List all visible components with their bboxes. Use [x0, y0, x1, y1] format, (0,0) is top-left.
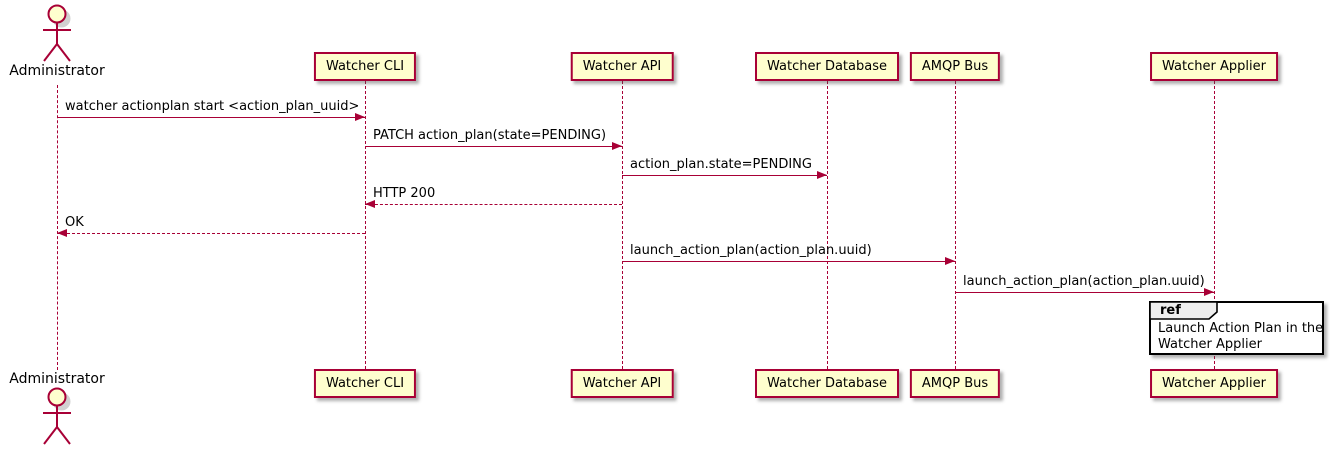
message-line-7 — [955, 292, 1214, 293]
ref-text: Launch Action Plan in the Watcher Applie… — [1158, 321, 1323, 353]
participant-box-top-watcher-cli: Watcher CLI — [313, 52, 417, 81]
participant-box-bottom-watcher-database: Watcher Database — [755, 369, 899, 398]
participant-box-bottom-watcher-api: Watcher API — [570, 369, 674, 398]
message-line-1 — [57, 117, 365, 118]
message-arrowhead-3 — [817, 171, 827, 179]
message-arrowhead-7 — [1204, 288, 1214, 296]
actor-figure-bottom-administrator — [37, 386, 77, 452]
participant-box-top-watcher-applier: Watcher Applier — [1150, 52, 1278, 81]
lifeline-watcher-applier — [1214, 81, 1215, 369]
message-line-4 — [365, 204, 622, 205]
lifeline-watcher-cli — [365, 81, 366, 369]
message-label-2: PATCH action_plan(state=PENDING) — [373, 128, 607, 143]
message-arrowhead-4 — [365, 200, 375, 208]
actor-label-bottom-administrator: Administrator — [9, 371, 105, 387]
message-arrowhead-6 — [945, 257, 955, 265]
ref-text-line1: Launch Action Plan in the — [1158, 321, 1324, 336]
ref-tab-shape — [1150, 302, 1218, 320]
message-arrowhead-5 — [57, 229, 67, 237]
message-arrowhead-2 — [612, 142, 622, 150]
participant-box-top-watcher-database: Watcher Database — [755, 52, 899, 81]
message-label-5: OK — [65, 215, 84, 230]
ref-keyword: ref — [1160, 303, 1181, 318]
actor-figure-top-administrator — [37, 3, 77, 69]
message-arrowhead-1 — [355, 113, 365, 121]
message-line-3 — [622, 175, 827, 176]
participant-box-bottom-amqp-bus: AMQP Bus — [909, 369, 1001, 398]
message-line-6 — [622, 261, 955, 262]
message-label-1: watcher actionplan start <action_plan_uu… — [65, 99, 360, 114]
participant-box-top-watcher-api: Watcher API — [570, 52, 674, 81]
participant-box-bottom-watcher-applier: Watcher Applier — [1150, 369, 1278, 398]
lifeline-amqp-bus — [955, 81, 956, 369]
actor-label-top-administrator: Administrator — [9, 63, 105, 79]
message-label-7: launch_action_plan(action_plan.uuid) — [963, 274, 1205, 289]
message-label-3: action_plan.state=PENDING — [630, 157, 812, 172]
participant-box-bottom-watcher-cli: Watcher CLI — [313, 369, 417, 398]
lifeline-administrator — [57, 85, 58, 370]
lifeline-watcher-api — [622, 81, 623, 369]
ref-fragment: ref Launch Action Plan in the Watcher Ap… — [1149, 301, 1324, 355]
ref-text-line2: Watcher Applier — [1158, 337, 1262, 352]
message-label-4: HTTP 200 — [373, 186, 436, 201]
message-line-5 — [57, 233, 365, 234]
lifeline-watcher-database — [827, 81, 828, 369]
message-line-2 — [365, 146, 622, 147]
message-label-6: launch_action_plan(action_plan.uuid) — [630, 243, 872, 258]
participant-box-top-amqp-bus: AMQP Bus — [909, 52, 1001, 81]
